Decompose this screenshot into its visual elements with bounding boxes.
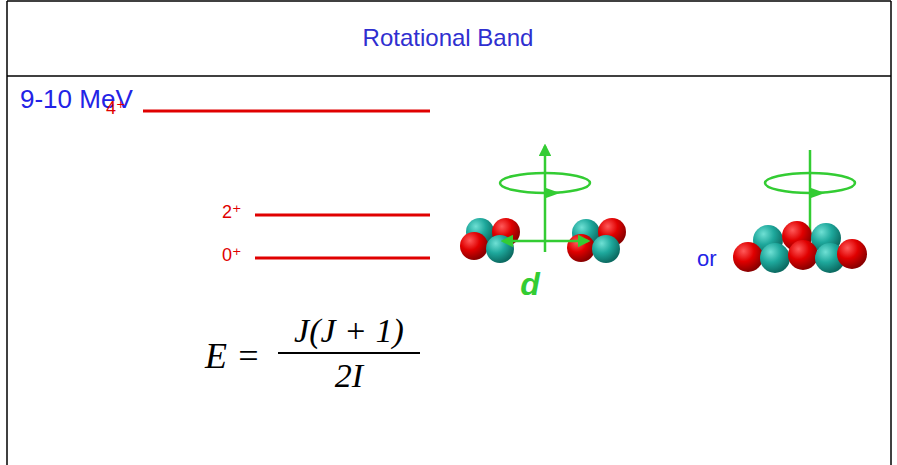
frame xyxy=(7,1,891,465)
spin-label: 2⁺ xyxy=(222,203,242,221)
energy-levels xyxy=(143,111,430,258)
equation-numerator: J(J + 1) xyxy=(294,314,404,348)
spin-label: 4⁺ xyxy=(106,99,126,117)
spin-label: 0⁺ xyxy=(222,246,242,264)
compact-rotor xyxy=(733,150,867,273)
two-cluster-rotor xyxy=(460,146,626,263)
distance-label: d xyxy=(520,268,540,300)
slide-title: Rotational Band xyxy=(363,26,534,50)
equation-denominator: 2I xyxy=(335,359,363,393)
equation-lhs: E = xyxy=(205,338,260,374)
or-label: or xyxy=(697,248,717,270)
fraction-bar xyxy=(278,352,420,354)
